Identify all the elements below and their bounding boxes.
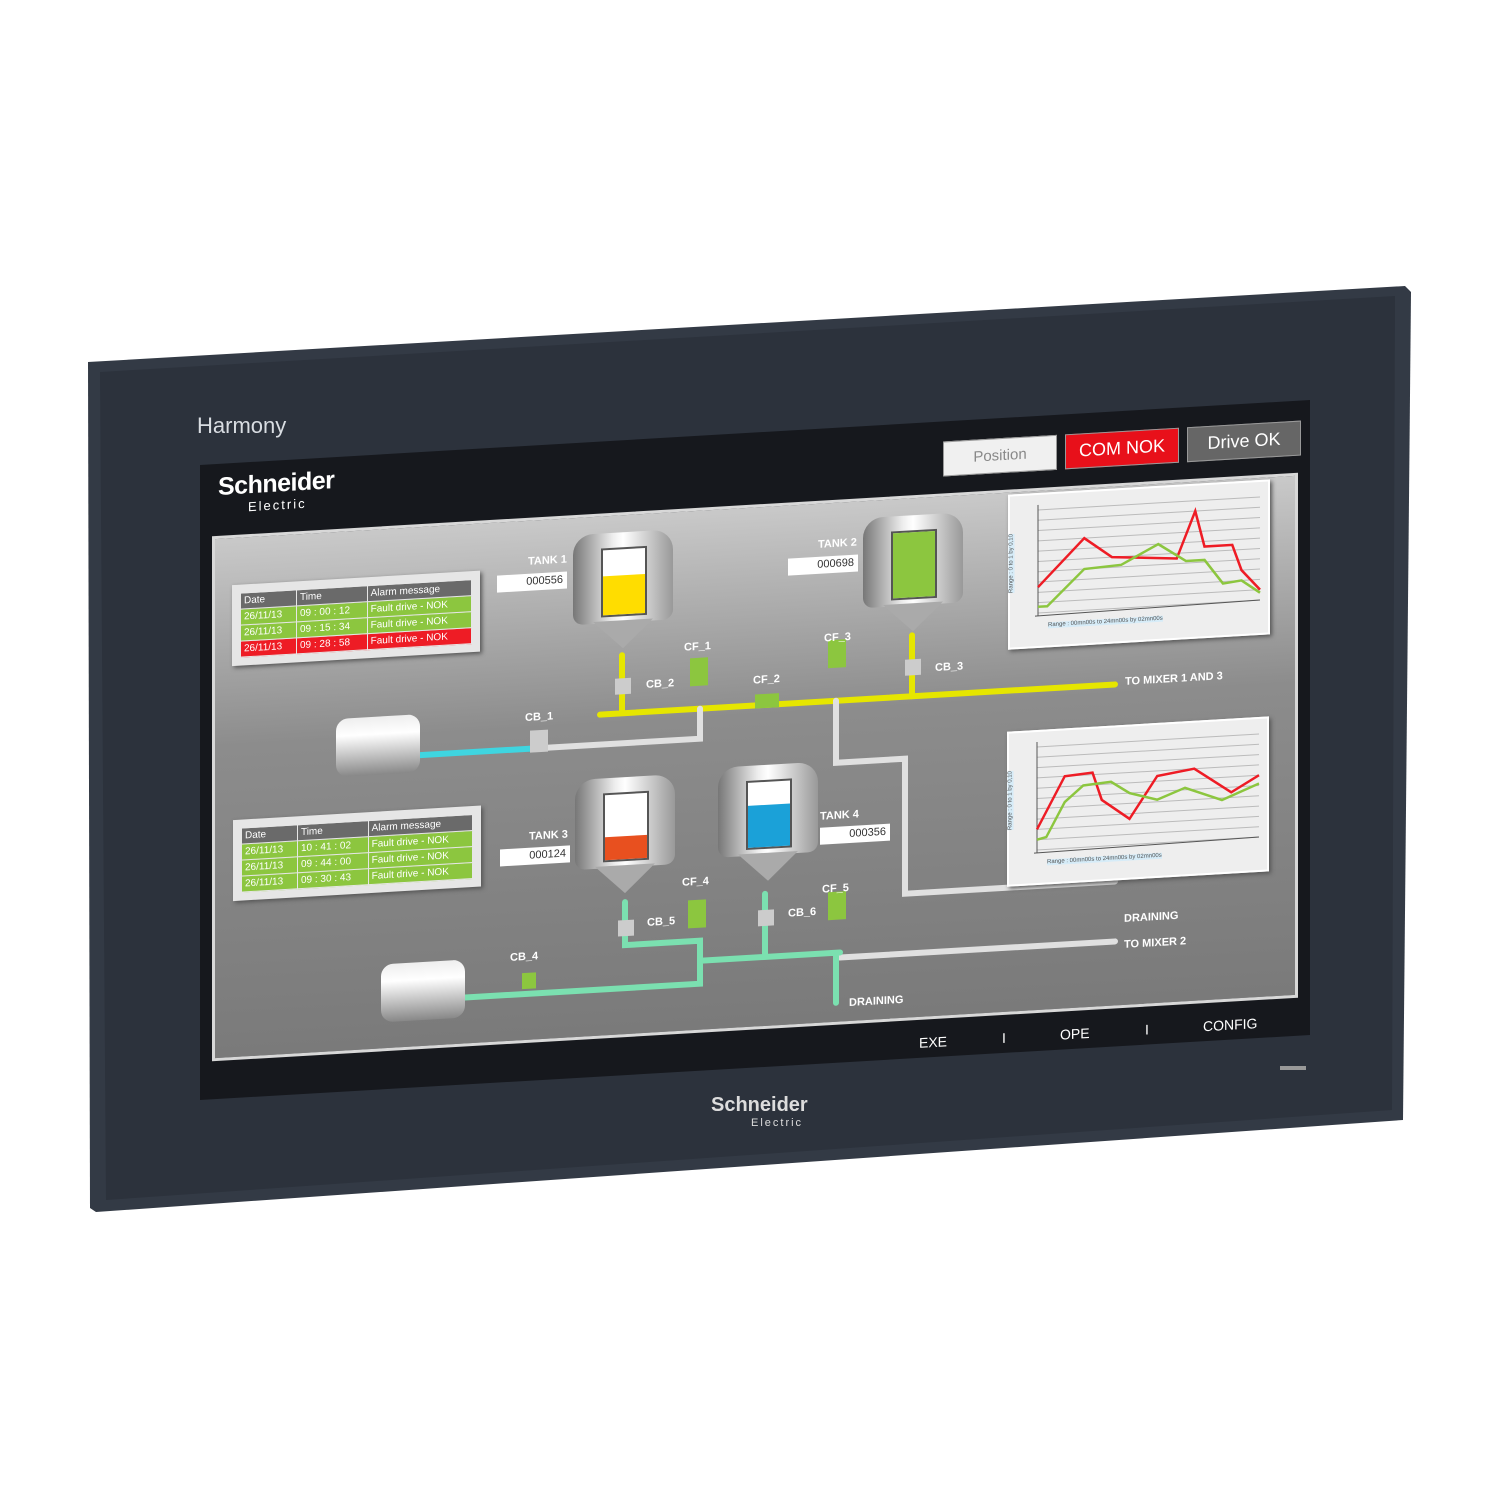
gray-pipe bbox=[537, 697, 1118, 961]
gridline bbox=[1038, 558, 1260, 573]
hmi-screen: Schneider Electric Position COM NOK Driv… bbox=[200, 400, 1310, 1100]
trend-chart-1: Range : 00mn00s to 24mn00s by 02mn00s Ra… bbox=[1008, 479, 1270, 650]
gridline bbox=[1037, 754, 1259, 769]
green-pipe bbox=[462, 890, 843, 1006]
series-red-line bbox=[1035, 767, 1260, 830]
label-cb5: CB_5 bbox=[647, 915, 676, 929]
tank-3-label: TANK 3 bbox=[529, 828, 568, 843]
label-cb4: CB_4 bbox=[510, 950, 539, 964]
series-red-line bbox=[1037, 507, 1261, 591]
tank-2-level bbox=[893, 530, 935, 599]
valve-cf3 bbox=[828, 639, 846, 669]
gridline bbox=[1038, 506, 1260, 521]
valve-cf5 bbox=[828, 891, 846, 921]
tank-1-level bbox=[603, 573, 645, 616]
label-cb1: CB_1 bbox=[525, 710, 554, 724]
gridline bbox=[1037, 826, 1259, 841]
cyan-pipe bbox=[417, 745, 543, 759]
pump-1[interactable] bbox=[336, 714, 420, 778]
tank-3[interactable] bbox=[575, 774, 675, 900]
pump-2[interactable] bbox=[381, 959, 465, 1023]
gridline bbox=[1038, 589, 1260, 604]
tank-2-label: TANK 2 bbox=[818, 536, 857, 551]
trend-chart-2: Range : 00mn00s to 24mn00s by 02mn00s Ra… bbox=[1007, 716, 1269, 887]
gridline bbox=[1038, 547, 1260, 562]
series-green-line bbox=[1038, 542, 1261, 609]
gridline bbox=[1038, 568, 1260, 583]
gridline bbox=[1038, 496, 1260, 511]
x-axis bbox=[1033, 836, 1260, 854]
valve-cf1 bbox=[690, 657, 708, 687]
label-cf4: CF_4 bbox=[682, 875, 709, 889]
tab-exe[interactable]: EXE bbox=[919, 1033, 948, 1051]
alarm-cell: 09 : 28 : 58 bbox=[296, 633, 368, 654]
x-axis bbox=[1034, 599, 1261, 617]
alarm-cell: 09 : 30 : 43 bbox=[297, 868, 369, 889]
label-cb2: CB_2 bbox=[646, 677, 675, 691]
gridline bbox=[1037, 805, 1259, 820]
label-cf2: CF_2 bbox=[753, 673, 780, 687]
tank-4[interactable] bbox=[718, 761, 818, 888]
tank-4-label: TANK 4 bbox=[820, 808, 859, 823]
tank-1-label: TANK 1 bbox=[528, 553, 567, 568]
label-cf5: CF_5 bbox=[822, 882, 849, 896]
series-green-line bbox=[1036, 780, 1260, 841]
gridline bbox=[1037, 733, 1259, 748]
bezel-logo-sub: Electric bbox=[751, 1117, 804, 1129]
label-cf1: CF_1 bbox=[684, 640, 711, 654]
bezel-logo: Schneider Electric bbox=[711, 1094, 808, 1132]
valve-cb4 bbox=[522, 972, 536, 990]
tab-config[interactable]: CONFIG bbox=[1203, 1015, 1258, 1035]
alarm-cell: 26/11/13 bbox=[240, 637, 297, 658]
tab-ope[interactable]: OPE bbox=[1060, 1024, 1090, 1043]
label-cb6: CB_6 bbox=[788, 905, 817, 920]
gridline bbox=[1038, 517, 1260, 532]
tank-3-level bbox=[605, 835, 647, 861]
valve-cf4 bbox=[688, 899, 706, 929]
gridline bbox=[1037, 815, 1259, 830]
bezel-logo-text: Schneider bbox=[711, 1094, 808, 1116]
alarm-cell: 26/11/13 bbox=[241, 872, 298, 893]
footer-separator: I bbox=[1002, 1029, 1006, 1047]
valve-cb1 bbox=[530, 729, 548, 753]
tank-2[interactable] bbox=[863, 512, 963, 638]
valve-cb5 bbox=[618, 919, 634, 937]
chart-1-ylabel: Range : 0 to 1 by 0,10 bbox=[1008, 533, 1015, 594]
valve-cb6 bbox=[758, 909, 774, 927]
chart-2-ylabel: Range : 0 to 1 by 0,10 bbox=[1007, 770, 1014, 831]
gridline bbox=[1037, 795, 1259, 810]
gridline bbox=[1037, 743, 1259, 758]
gridline bbox=[1038, 527, 1260, 542]
status-led bbox=[1280, 1066, 1306, 1070]
tank-4-level bbox=[748, 803, 790, 848]
footer-separator: I bbox=[1145, 1021, 1149, 1038]
tank-1[interactable] bbox=[573, 529, 673, 655]
pipe-network bbox=[417, 632, 1118, 1006]
valve-cb2 bbox=[615, 677, 631, 695]
harmony-brand: Harmony bbox=[197, 413, 287, 438]
valve-cb3 bbox=[905, 658, 921, 676]
valve-cf2 bbox=[755, 693, 779, 709]
label-cb3: CB_3 bbox=[935, 660, 964, 674]
label-cf3: CF_3 bbox=[824, 630, 851, 645]
gridline bbox=[1037, 774, 1259, 789]
